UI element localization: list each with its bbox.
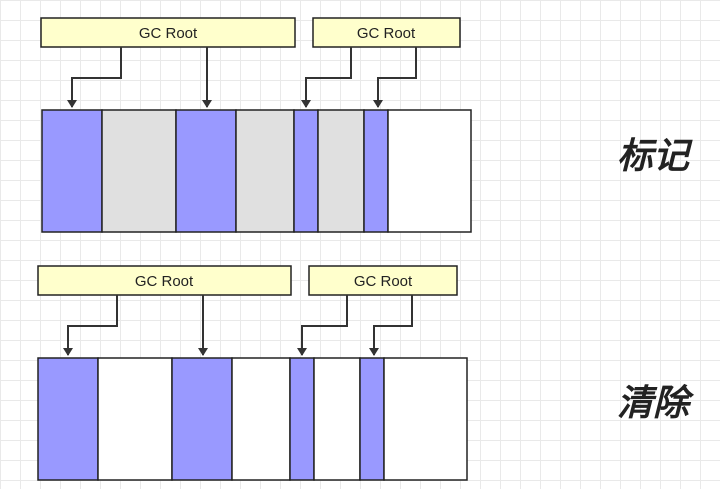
sweep-reference-arrow bbox=[297, 295, 348, 356]
mark-block-live bbox=[41, 109, 103, 233]
mark-reference-arrow bbox=[67, 47, 122, 108]
mark-root-1: GC Root bbox=[40, 17, 296, 48]
mark-block-garbage bbox=[317, 109, 365, 233]
sweep-block-free bbox=[383, 357, 468, 481]
mark-root-1-label: GC Root bbox=[139, 25, 198, 42]
mark-root-2-box bbox=[312, 17, 461, 48]
mark-block-live bbox=[293, 109, 319, 233]
sweep-reference-arrow bbox=[369, 295, 413, 356]
sweep-root-1: GC Root bbox=[37, 265, 292, 296]
mark-block-garbage bbox=[235, 109, 295, 233]
sweep-root-1-label: GC Root bbox=[135, 273, 194, 290]
sweep-block-live bbox=[289, 357, 315, 481]
mark-memory-strip bbox=[41, 109, 472, 233]
mark-block-free bbox=[387, 109, 472, 233]
mark-root-2: GC Root bbox=[312, 17, 461, 48]
mark-phase: GC Root GC Root 标记 bbox=[40, 17, 693, 233]
sweep-root-2-box bbox=[308, 265, 458, 296]
sweep-block-free bbox=[97, 357, 173, 481]
mark-reference-arrow bbox=[301, 47, 352, 108]
sweep-block-free bbox=[313, 357, 361, 481]
mark-phase-label: 标记 bbox=[617, 136, 693, 177]
sweep-reference-arrow bbox=[63, 295, 118, 356]
sweep-phase: GC Root GC Root 清除 bbox=[37, 265, 695, 481]
mark-block-live bbox=[363, 109, 389, 233]
mark-root-1-box bbox=[40, 17, 296, 48]
sweep-block-free bbox=[231, 357, 291, 481]
sweep-memory-strip bbox=[37, 357, 468, 481]
mark-reference-arrow bbox=[373, 47, 417, 108]
mark-block-live bbox=[175, 109, 237, 233]
sweep-block-live bbox=[37, 357, 99, 481]
sweep-root-2-label: GC Root bbox=[354, 273, 413, 290]
sweep-block-live bbox=[171, 357, 233, 481]
sweep-block-live bbox=[359, 357, 385, 481]
mark-block-garbage bbox=[101, 109, 177, 233]
mark-root-2-label: GC Root bbox=[357, 25, 416, 42]
sweep-phase-label: 清除 bbox=[617, 383, 695, 424]
sweep-root-1-box bbox=[37, 265, 292, 296]
sweep-root-2: GC Root bbox=[308, 265, 458, 296]
